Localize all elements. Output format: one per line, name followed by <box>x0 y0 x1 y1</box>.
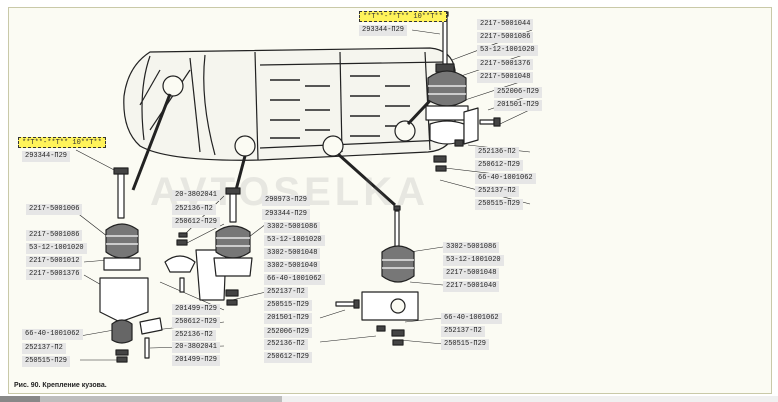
part-label[interactable]: 201501-П29 <box>494 100 543 111</box>
scrollbar-thumb[interactable] <box>12 396 282 402</box>
part-label[interactable]: 53-12-1001020 <box>264 235 325 246</box>
part-label[interactable]: 250612-П29 <box>475 160 524 171</box>
part-label[interactable]: 66-40-1001062 <box>441 313 502 324</box>
part-label[interactable]: 250515-П29 <box>22 356 71 367</box>
part-label[interactable]: 53-12-1001020 <box>26 243 87 254</box>
part-label[interactable]: 252137-П2 <box>441 326 485 337</box>
part-label[interactable]: 250612-П29 <box>172 217 221 228</box>
part-label[interactable]: 2217-5001376 <box>477 59 534 70</box>
part-label[interactable]: 20-3802041 <box>172 190 221 201</box>
part-label[interactable]: 252006-П29 <box>494 87 543 98</box>
part-label[interactable]: 293344-П29 <box>359 25 408 36</box>
part-label[interactable]: 250612-П29 <box>264 352 313 363</box>
part-label[interactable]: 66-40-1001062 <box>264 274 325 285</box>
part-label[interactable]: 2217-5001086 <box>26 230 83 241</box>
part-label[interactable]: 3302-5001048 <box>264 248 321 259</box>
part-label[interactable]: 2217-5001012 <box>26 256 83 267</box>
part-label[interactable]: 252006-П29 <box>264 327 313 338</box>
scroll-left-arrow-icon[interactable] <box>0 396 40 402</box>
part-label[interactable]: 2217-5001044 <box>477 19 534 30</box>
figure-caption: Рис. 90. Крепление кузова. <box>14 382 107 389</box>
part-label[interactable]: 201499-П29 <box>172 304 221 315</box>
part-label-zoom[interactable]: **Т**-**Т** 10**Т** <box>359 11 447 22</box>
part-label[interactable]: 2217-5001376 <box>26 269 83 280</box>
part-label[interactable]: 2217-5001006 <box>26 204 83 215</box>
part-label[interactable]: 250515-П29 <box>475 199 524 210</box>
horizontal-scrollbar[interactable] <box>0 396 778 402</box>
part-label[interactable]: 3302-5001086 <box>443 242 500 253</box>
part-label[interactable]: 53-12-1001020 <box>477 45 538 56</box>
part-label[interactable]: 252137-П2 <box>475 186 519 197</box>
part-label[interactable]: 2217-5001040 <box>443 281 500 292</box>
part-label[interactable]: 290973-П29 <box>262 195 311 206</box>
part-label[interactable]: 252136-П2 <box>172 204 216 215</box>
bottom-right-mount-assembly <box>335 205 419 346</box>
part-label[interactable]: 250515-П29 <box>441 339 490 350</box>
part-label[interactable]: 201499-П29 <box>172 355 221 366</box>
part-label[interactable]: 2217-5001086 <box>477 32 534 43</box>
part-label[interactable]: 252136-П2 <box>172 330 216 341</box>
part-label[interactable]: 250612-П29 <box>172 317 221 328</box>
part-label[interactable]: 66-40-1001062 <box>22 329 83 340</box>
part-label[interactable]: 2217-5001048 <box>477 72 534 83</box>
part-label[interactable]: 53-12-1001020 <box>443 255 504 266</box>
part-label[interactable]: 252137-П2 <box>22 343 66 354</box>
part-label[interactable]: 250515-П29 <box>264 300 313 311</box>
part-label[interactable]: 252137-П2 <box>264 287 308 298</box>
part-label-zoom[interactable]: **Т**-**Т** 10**Т** <box>18 137 106 148</box>
center-mount-assembly <box>213 187 253 306</box>
part-label[interactable]: 201501-П29 <box>264 313 313 324</box>
car-body <box>123 47 456 161</box>
part-label[interactable]: 252136-П2 <box>264 339 308 350</box>
part-label[interactable]: 293344-П29 <box>22 151 71 162</box>
part-label[interactable]: 3302-5001086 <box>264 222 321 233</box>
part-label[interactable]: 3302-5001040 <box>264 261 321 272</box>
part-label[interactable]: 20-3802041 <box>172 342 221 353</box>
part-label[interactable]: 2217-5001048 <box>443 268 500 279</box>
part-label[interactable]: 66-40-1001062 <box>475 173 536 184</box>
part-label[interactable]: 293344-П29 <box>262 209 311 220</box>
left-mount-assembly <box>99 167 150 363</box>
part-label[interactable]: 252136-П2 <box>475 147 519 158</box>
